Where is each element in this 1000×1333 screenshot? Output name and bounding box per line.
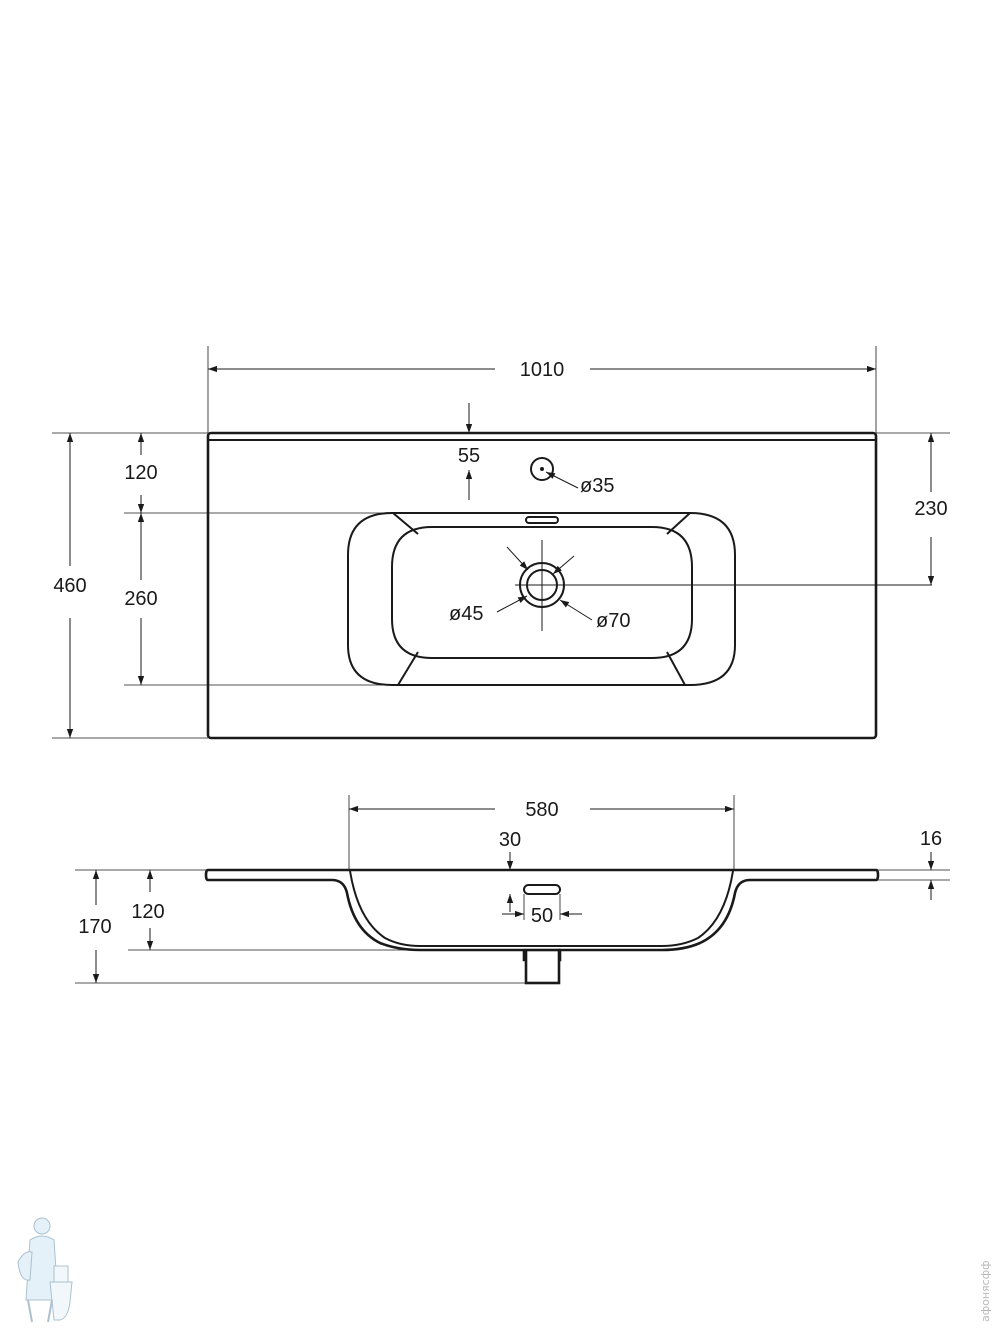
- faucet-hole: [530, 457, 554, 481]
- side-overflow-slot: [523, 884, 561, 895]
- drain-diameter-leader: [496, 595, 528, 613]
- thickness-label: 16: [920, 828, 942, 850]
- width-dimension-label: 1010: [520, 359, 565, 381]
- total-height-label: 170: [78, 916, 111, 938]
- drain-diameter-leader: [559, 599, 593, 621]
- bowl-inner-outline: [391, 526, 693, 659]
- top-view: 1010 460 120 260 230 55 ø35 ø45: [52, 346, 950, 740]
- drain-spigot: [524, 948, 561, 985]
- dim-260-label: 260: [124, 588, 157, 610]
- overflow-slot: [525, 516, 559, 524]
- bowl-width-label: 580: [525, 799, 558, 821]
- bowl-height-label: 120: [131, 901, 164, 923]
- bowl-corner-line: [666, 651, 686, 686]
- drain-outer-diameter-label: ø70: [596, 610, 630, 632]
- bowl-outer-outline: [347, 512, 736, 686]
- side-view: 580 30 50 16 120 170: [75, 795, 950, 985]
- faucet-diameter-leader: [545, 471, 579, 489]
- faucet-hole-center: [540, 467, 544, 471]
- dim-230-label: 230: [914, 498, 947, 520]
- faucet-diameter-label: ø35: [580, 475, 614, 497]
- sink-inner-profile: [349, 870, 734, 947]
- bowl-corner-line: [666, 512, 691, 535]
- drain-inner-diameter-label: ø45: [449, 603, 483, 625]
- depth-dimension-label: 460: [53, 575, 86, 597]
- overflow-offset-label: 30: [499, 829, 521, 851]
- bowl-corner-line: [392, 512, 419, 535]
- slot-width-label: 50: [531, 905, 553, 927]
- dim-120-label: 120: [124, 462, 157, 484]
- bowl-corner-line: [397, 651, 419, 686]
- watermark-site-text: aфонясфф: [979, 1260, 992, 1322]
- drain-diameter-leader: [506, 546, 529, 571]
- drain-diameter-leader: [552, 555, 575, 575]
- dim-55-label: 55: [458, 445, 480, 467]
- plumber-mascot-icon: [17, 1217, 73, 1323]
